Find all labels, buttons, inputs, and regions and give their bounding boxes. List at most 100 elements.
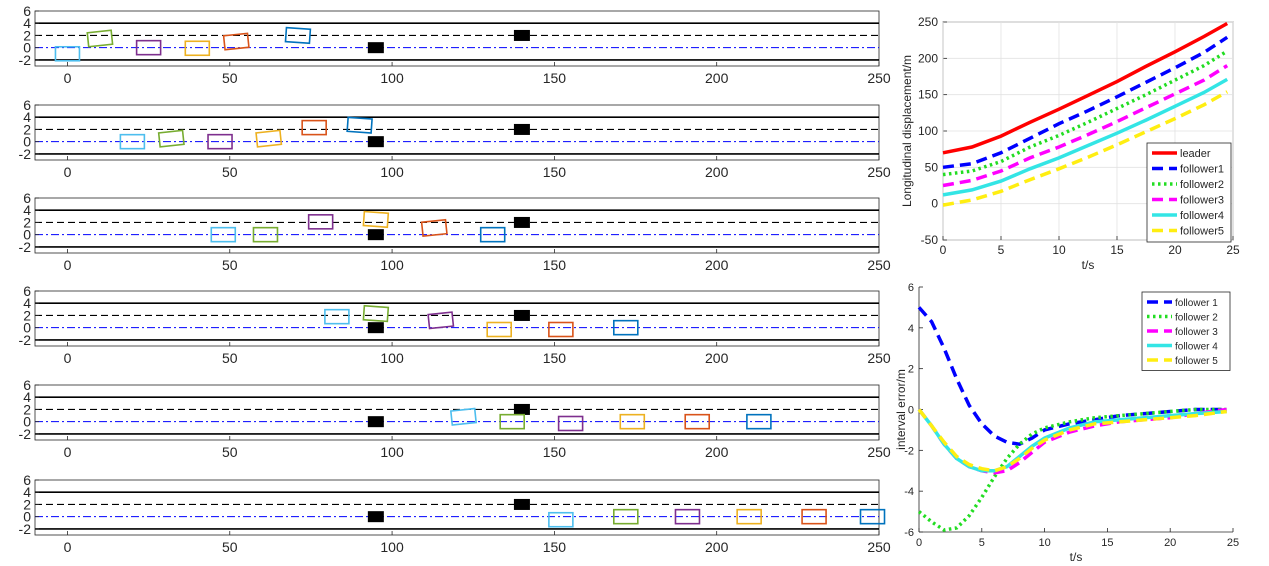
follower-car-3 xyxy=(674,508,701,525)
y-tick-label: -2 xyxy=(19,521,32,537)
follower-car-6 xyxy=(479,226,506,243)
follower-car-3 xyxy=(135,39,162,56)
legend-label-5: follower 5 xyxy=(1175,356,1218,367)
y-tick-label: 0 xyxy=(23,40,31,56)
x-tick-label: 100 xyxy=(380,70,404,86)
legend-label-4: follower3 xyxy=(1180,195,1224,207)
y-tick-label: 6 xyxy=(23,283,31,299)
x-tick-label: 0 xyxy=(64,70,72,86)
x-tick-label: 250 xyxy=(867,539,891,555)
y-tick-label: 0 xyxy=(23,320,31,336)
legend-label-3: follower2 xyxy=(1180,179,1224,191)
legend-box xyxy=(1146,142,1232,243)
y-tick-label: 0 xyxy=(908,405,914,417)
y-tick-label: 4 xyxy=(23,202,31,218)
x-tick-label: 150 xyxy=(543,70,567,86)
y-tick-label: 150 xyxy=(918,88,938,102)
y-tick-label: 6 xyxy=(23,3,31,19)
follower-car-6 xyxy=(612,319,639,336)
x-tick-label: 50 xyxy=(222,444,238,460)
x-tick-label: 15 xyxy=(1110,243,1124,257)
x-tick-label: 5 xyxy=(979,537,985,549)
y-tick-label: 0 xyxy=(931,197,938,211)
y-tick-label: -2 xyxy=(904,445,914,457)
obstacle-vehicle xyxy=(513,498,530,510)
series-line-3 xyxy=(942,49,1229,177)
x-tick-label: 50 xyxy=(222,70,238,86)
x-tick-label: 0 xyxy=(64,444,72,460)
y-tick-label: 50 xyxy=(925,160,939,174)
subplot-frame xyxy=(34,479,880,536)
legend-label-6: follower5 xyxy=(1180,226,1224,238)
follower-car-5 xyxy=(801,508,827,525)
follower-car-4 xyxy=(362,210,390,229)
x-tick-label: 150 xyxy=(543,164,567,180)
follower-car-1 xyxy=(119,133,146,150)
x-tick-label: 150 xyxy=(543,444,567,460)
follower-car-2 xyxy=(362,304,390,323)
y-tick-label: -2 xyxy=(19,332,32,348)
x-tick-label: 250 xyxy=(867,164,891,180)
leader-vehicle xyxy=(367,136,384,148)
follower-car-5 xyxy=(684,413,711,430)
follower-car-1 xyxy=(449,407,478,426)
y-tick-label: 4 xyxy=(23,15,31,31)
y-tick-label: -2 xyxy=(19,239,32,255)
y-tick-label: -2 xyxy=(19,426,32,442)
follower-car-4 xyxy=(736,508,762,525)
x-tick-label: 0 xyxy=(64,257,72,273)
x-tick-label: 50 xyxy=(222,539,238,555)
legend: leaderfollower1follower2follower3followe… xyxy=(1146,142,1232,243)
follower-car-4 xyxy=(486,321,513,338)
subplot-frame xyxy=(34,197,880,254)
follower-car-5 xyxy=(548,321,574,338)
y-tick-label: -6 xyxy=(904,527,914,539)
y-tick-label: 2 xyxy=(23,27,31,43)
obstacle-vehicle xyxy=(513,123,530,135)
x-tick-label: 150 xyxy=(543,257,567,273)
follower-car-2 xyxy=(252,226,279,243)
x-tick-label: 20 xyxy=(1164,537,1176,549)
follower-car-3 xyxy=(207,133,233,150)
follower-car-2 xyxy=(612,508,639,525)
x-tick-label: 150 xyxy=(543,350,567,366)
x-tick-label: 25 xyxy=(1226,243,1240,257)
leader-vehicle xyxy=(367,322,384,334)
y-tick-label: 4 xyxy=(908,323,914,335)
x-tick-label: 50 xyxy=(222,164,238,180)
legend-label-2: follower1 xyxy=(1180,164,1224,176)
y-tick-label: 4 xyxy=(23,389,31,405)
y-axis-label: Longitudinal displacement/m xyxy=(900,55,914,207)
series-line-1 xyxy=(942,21,1229,155)
subplot-frame xyxy=(34,290,880,347)
series-line-5 xyxy=(917,408,1227,473)
follower-car-4 xyxy=(184,40,211,57)
y-tick-label: 4 xyxy=(23,484,31,500)
x-tick-label: 100 xyxy=(380,164,404,180)
x-tick-label: 10 xyxy=(1052,243,1066,257)
follower-car-2 xyxy=(499,413,525,430)
y-tick-label: -2 xyxy=(19,52,32,68)
y-tick-label: 0 xyxy=(23,134,31,150)
follower-car-4 xyxy=(619,413,646,430)
follower-car-1 xyxy=(324,308,350,325)
follower-car-3 xyxy=(557,415,584,432)
x-tick-label: 250 xyxy=(867,350,891,366)
y-tick-label: 4 xyxy=(23,109,31,125)
follower-car-1 xyxy=(54,45,81,62)
x-tick-label: 200 xyxy=(705,70,729,86)
follower-car-5 xyxy=(420,218,448,238)
x-tick-label: 50 xyxy=(222,257,238,273)
leader-vehicle xyxy=(367,229,384,241)
legend-label-2: follower 2 xyxy=(1175,313,1218,324)
obstacle-vehicle xyxy=(513,29,530,41)
y-tick-label: 6 xyxy=(23,190,31,206)
y-tick-label: 250 xyxy=(918,15,938,29)
follower-car-5 xyxy=(222,32,250,51)
